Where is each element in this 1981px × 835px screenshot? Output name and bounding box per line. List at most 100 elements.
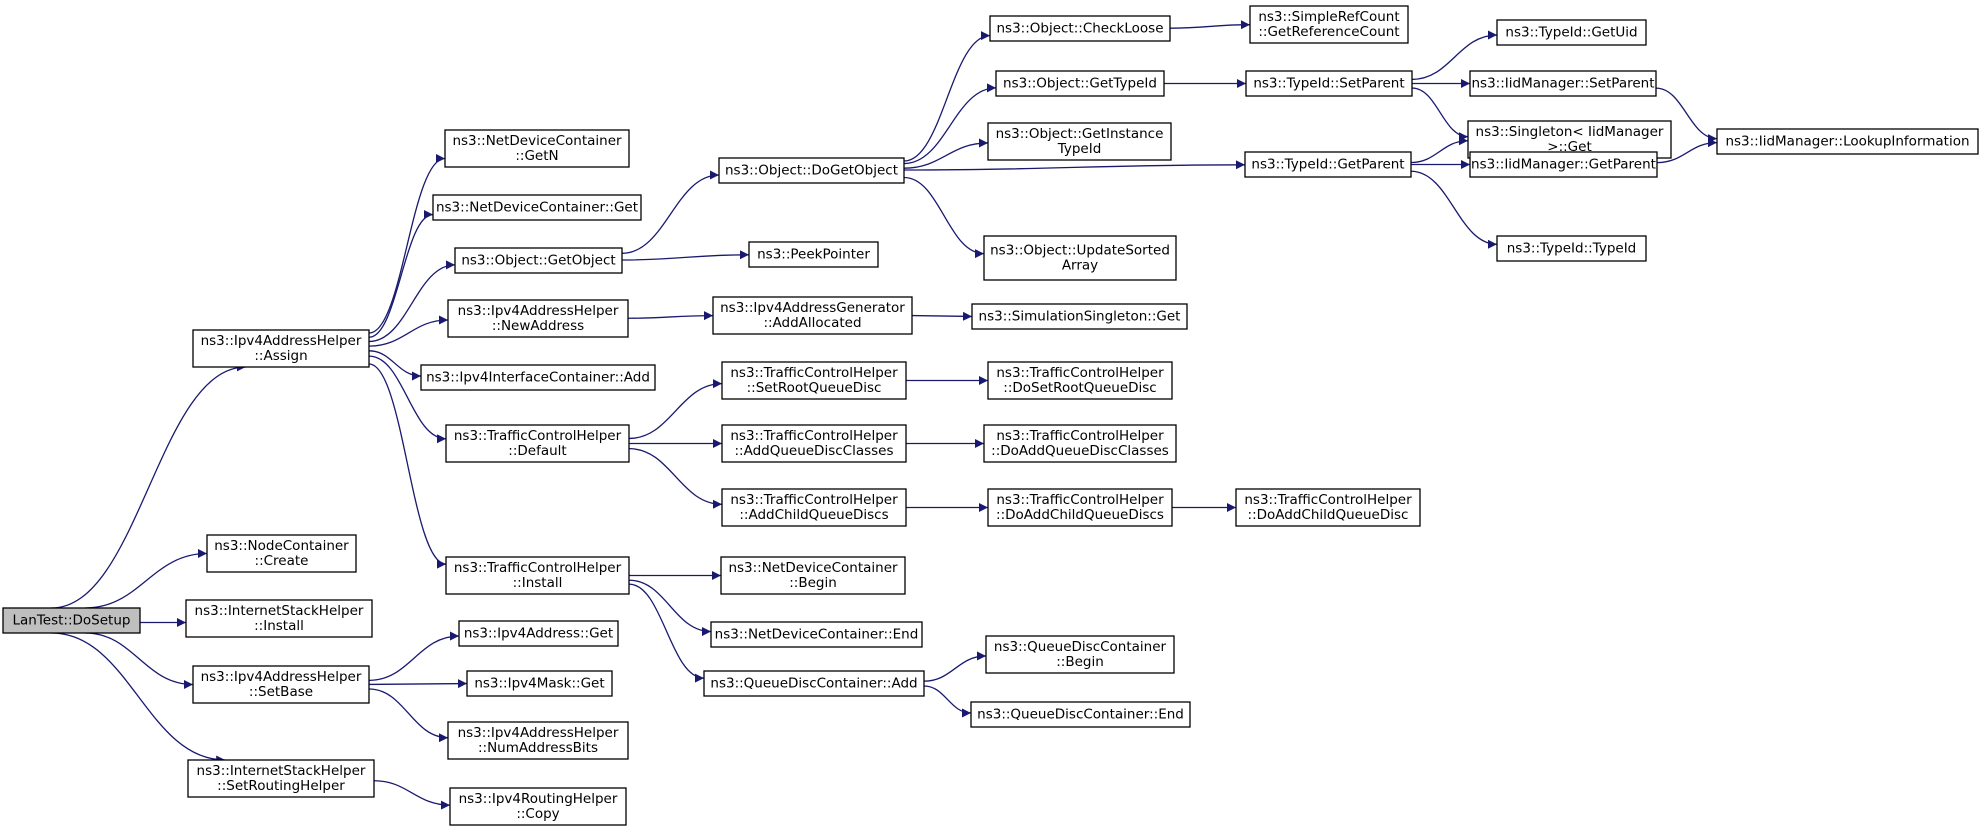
node-ncCreate[interactable]: ns3::NodeContainer::Create bbox=[206, 534, 357, 573]
node-box bbox=[466, 670, 613, 697]
edge-newAddress-to-addAllocated bbox=[627, 311, 714, 321]
node-label: TypeId bbox=[1057, 141, 1102, 157]
node-label: ns3::Singleton< IidManager bbox=[1476, 124, 1664, 140]
node-label: ns3::TrafficControlHelper bbox=[996, 365, 1164, 381]
node-ndcGet[interactable]: ns3::NetDeviceContainer::Get bbox=[432, 194, 642, 221]
node-peekPointer[interactable]: ns3::PeekPointer bbox=[748, 241, 879, 268]
node-label: ::Begin bbox=[1056, 654, 1104, 670]
edge-setBase-to-maskGet bbox=[368, 679, 468, 689]
node-tchDefault[interactable]: ns3::TrafficControlHelper::Default bbox=[445, 424, 630, 463]
node-box bbox=[185, 599, 373, 638]
node-label: ns3::TypeId::TypeId bbox=[1507, 241, 1637, 257]
node-assign[interactable]: ns3::Ipv4AddressHelper::Assign bbox=[192, 329, 370, 368]
node-label: ns3::QueueDiscContainer::Add bbox=[710, 676, 917, 692]
node-box bbox=[720, 556, 906, 595]
node-box bbox=[192, 665, 370, 704]
node-qdcAdd[interactable]: ns3::QueueDiscContainer::Add bbox=[703, 670, 925, 697]
node-iidGetParent[interactable]: ns3::IidManager::GetParent bbox=[1469, 151, 1658, 178]
node-label: ns3::IidManager::LookupInformation bbox=[1725, 134, 1969, 150]
node-box bbox=[985, 635, 1175, 674]
node-root[interactable]: LanTest::DoSetup bbox=[2, 607, 141, 634]
node-box bbox=[1245, 70, 1413, 97]
node-getTypeId[interactable]: ns3::Object::GetTypeId bbox=[995, 70, 1165, 97]
node-getObject[interactable]: ns3::Object::GetObject bbox=[454, 247, 623, 274]
edge-addAllocated-to-simSingletonGet bbox=[911, 311, 973, 321]
node-label: ns3::TrafficControlHelper bbox=[730, 492, 898, 508]
node-label: ns3::QueueDiscContainer bbox=[994, 639, 1167, 655]
node-lookupInfo[interactable]: ns3::IidManager::LookupInformation bbox=[1716, 128, 1979, 155]
node-simSingletonGet[interactable]: ns3::SimulationSingleton::Get bbox=[971, 303, 1188, 330]
node-setRootQD[interactable]: ns3::TrafficControlHelper::SetRootQueueD… bbox=[721, 361, 907, 400]
node-newAddress[interactable]: ns3::Ipv4AddressHelper::NewAddress bbox=[447, 299, 629, 338]
node-box bbox=[192, 329, 370, 368]
edge-assign-to-newAddress bbox=[368, 315, 449, 347]
node-ipv4AddrGet[interactable]: ns3::Ipv4Address::Get bbox=[458, 620, 619, 647]
node-label: Array bbox=[1062, 258, 1098, 274]
node-icAdd[interactable]: ns3::Ipv4InterfaceContainer::Add bbox=[420, 364, 656, 391]
node-ndcEnd[interactable]: ns3::NetDeviceContainer::End bbox=[710, 621, 923, 648]
node-getRefCount[interactable]: ns3::SimpleRefCount::GetReferenceCount bbox=[1249, 5, 1409, 44]
node-label: ns3::Object::GetObject bbox=[461, 253, 615, 269]
node-typeIdSetParent[interactable]: ns3::TypeId::SetParent bbox=[1245, 70, 1413, 97]
node-label: ns3::TrafficControlHelper bbox=[996, 492, 1164, 508]
edges bbox=[51, 20, 1718, 810]
node-label: ::DoAddChildQueueDiscs bbox=[996, 507, 1164, 523]
node-label: ::SetRoutingHelper bbox=[217, 778, 345, 794]
node-ndcGetN[interactable]: ns3::NetDeviceContainer::GetN bbox=[444, 129, 630, 168]
edge-tchDefault-to-setRootQD bbox=[628, 379, 723, 440]
node-label: ns3::InternetStackHelper bbox=[195, 603, 364, 619]
node-box bbox=[971, 303, 1188, 330]
node-doAddChildQD[interactable]: ns3::TrafficControlHelper::DoAddChildQue… bbox=[1235, 488, 1421, 527]
node-box bbox=[1469, 151, 1658, 178]
edge-assign-to-tchDefault bbox=[368, 355, 447, 444]
node-label: ::DoSetRootQueueDisc bbox=[1003, 380, 1156, 396]
node-label: ns3::Ipv4AddressHelper bbox=[458, 303, 619, 319]
edge-assign-to-ndcGetN bbox=[368, 154, 446, 334]
node-qdcBegin[interactable]: ns3::QueueDiscContainer::Begin bbox=[985, 635, 1175, 674]
node-label: ns3::Ipv4AddressHelper bbox=[458, 725, 619, 741]
node-addQDClasses[interactable]: ns3::TrafficControlHelper::AddQueueDiscC… bbox=[721, 424, 907, 463]
node-label: ns3::TrafficControlHelper bbox=[454, 428, 622, 444]
node-ndcBegin[interactable]: ns3::NetDeviceContainer::Begin bbox=[720, 556, 906, 595]
node-tchInstall[interactable]: ns3::TrafficControlHelper::Install bbox=[445, 556, 630, 595]
edge-assign-to-tchInstall bbox=[368, 363, 447, 569]
node-getUid[interactable]: ns3::TypeId::GetUid bbox=[1496, 19, 1647, 46]
node-label: ns3::TrafficControlHelper bbox=[454, 560, 622, 576]
node-label: ns3::TrafficControlHelper bbox=[730, 428, 898, 444]
node-qdcEnd[interactable]: ns3::QueueDiscContainer::End bbox=[970, 701, 1191, 728]
edge-setBase-to-ipv4AddrGet bbox=[368, 631, 460, 682]
node-addAllocated[interactable]: ns3::Ipv4AddressGenerator::AddAllocated bbox=[712, 296, 913, 335]
node-doGetObject[interactable]: ns3::Object::DoGetObject bbox=[718, 157, 905, 184]
node-doAddChildQDs[interactable]: ns3::TrafficControlHelper::DoAddChildQue… bbox=[987, 488, 1173, 527]
node-addChildQDs[interactable]: ns3::TrafficControlHelper::AddChildQueue… bbox=[721, 488, 907, 527]
node-label: ns3::NetDeviceContainer bbox=[728, 560, 898, 576]
node-label: ns3::IidManager::GetParent bbox=[1471, 157, 1656, 173]
node-label: ns3::TrafficControlHelper bbox=[996, 428, 1164, 444]
node-typeIdGetParent[interactable]: ns3::TypeId::GetParent bbox=[1244, 151, 1412, 178]
node-routingCopy[interactable]: ns3::Ipv4RoutingHelper::Copy bbox=[449, 787, 627, 826]
node-doAddQDClasses[interactable]: ns3::TrafficControlHelper::DoAddQueueDis… bbox=[983, 424, 1177, 463]
node-setRouting[interactable]: ns3::InternetStackHelper::SetRoutingHelp… bbox=[187, 759, 375, 798]
node-checkLoose[interactable]: ns3::Object::CheckLoose bbox=[989, 15, 1171, 42]
node-label: ::Install bbox=[513, 575, 563, 591]
node-box bbox=[444, 129, 630, 168]
node-label: ::AddQueueDiscClasses bbox=[734, 443, 893, 459]
node-setBase[interactable]: ns3::Ipv4AddressHelper::SetBase bbox=[192, 665, 370, 704]
node-ishInstall[interactable]: ns3::InternetStackHelper::Install bbox=[185, 599, 373, 638]
node-box bbox=[989, 15, 1171, 42]
node-numBits[interactable]: ns3::Ipv4AddressHelper::NumAddressBits bbox=[447, 721, 629, 760]
node-label: ns3::SimulationSingleton::Get bbox=[979, 309, 1181, 325]
edge-doGetObject-to-typeIdGetParent bbox=[903, 160, 1246, 171]
node-maskGet[interactable]: ns3::Ipv4Mask::Get bbox=[466, 670, 613, 697]
node-box bbox=[721, 488, 907, 527]
node-label: ns3::Ipv4InterfaceContainer::Add bbox=[426, 370, 650, 386]
node-label: ::DoAddQueueDiscClasses bbox=[991, 443, 1169, 459]
node-iidSetParent[interactable]: ns3::IidManager::SetParent bbox=[1469, 70, 1657, 97]
node-box bbox=[710, 621, 923, 648]
node-typeIdCtor[interactable]: ns3::TypeId::TypeId bbox=[1496, 235, 1647, 262]
node-doSetRootQD[interactable]: ns3::TrafficControlHelper::DoSetRootQueu… bbox=[987, 361, 1173, 400]
edge-tchInstall-to-qdcAdd bbox=[628, 583, 705, 683]
